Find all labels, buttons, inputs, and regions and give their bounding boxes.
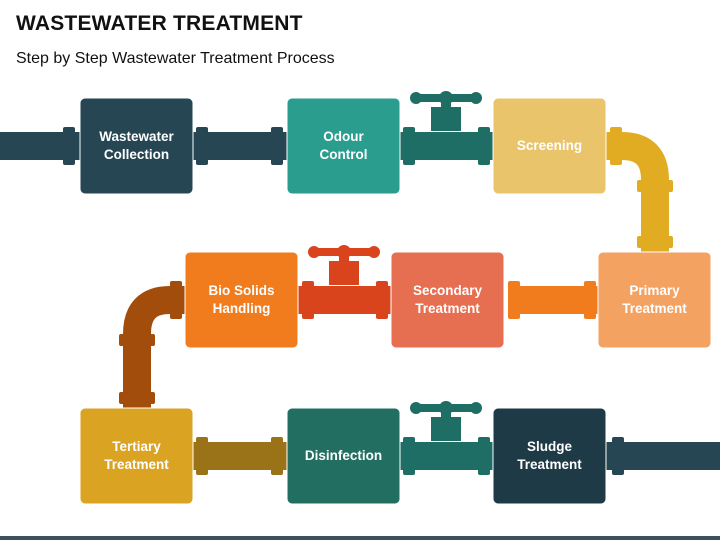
pipe-joint — [637, 236, 673, 248]
pipe-primary-to-secondary — [508, 286, 598, 314]
pipe-joint — [119, 334, 155, 346]
valve-icon — [410, 401, 482, 441]
pipe-joint — [196, 437, 208, 475]
step-box-screening — [492, 97, 607, 195]
step-box-sludge-treatment — [492, 407, 607, 505]
step-box-primary-treatment — [597, 251, 712, 349]
pipe-joint — [271, 437, 283, 475]
pipe-joint — [271, 127, 283, 165]
pipe-joint — [508, 281, 520, 319]
bottom-bar — [0, 536, 720, 540]
pipe-disinfection-to-sludge — [400, 442, 493, 470]
step-box-tertiary-treatment — [79, 407, 194, 505]
elbow-pipe-left — [123, 286, 186, 408]
boxes-layer — [79, 97, 712, 505]
pipe-joint — [119, 392, 155, 404]
pipe-joint — [637, 180, 673, 192]
elbow-pipe-right — [606, 132, 669, 252]
step-box-odour-control — [286, 97, 401, 195]
pipe-joint — [478, 437, 490, 475]
pipe-joint — [196, 127, 208, 165]
page-subtitle: Step by Step Wastewater Treatment Proces… — [16, 50, 335, 67]
inlet-pipe-joint — [63, 127, 75, 165]
valve-icon — [308, 245, 380, 285]
step-box-disinfection — [286, 407, 401, 505]
pipe-joint — [610, 127, 622, 165]
pipe-joint — [302, 281, 314, 319]
outlet-pipe-joint — [612, 437, 624, 475]
valve-icon — [410, 91, 482, 131]
pipe-joint — [584, 281, 596, 319]
pipe-joint — [170, 281, 182, 319]
pipe-joint — [478, 127, 490, 165]
step-box-wastewater-collection — [79, 97, 194, 195]
pipes-layer — [0, 91, 720, 475]
outlet-pipe — [606, 442, 720, 470]
pipe-joint — [403, 127, 415, 165]
step-box-bio-solids-handling — [184, 251, 299, 349]
pipe-joint — [376, 281, 388, 319]
pipe-joint — [403, 437, 415, 475]
step-box-secondary-treatment — [390, 251, 505, 349]
pipe-odour-to-screening — [400, 132, 493, 160]
page-title: WASTEWATER TREATMENT — [16, 12, 303, 35]
